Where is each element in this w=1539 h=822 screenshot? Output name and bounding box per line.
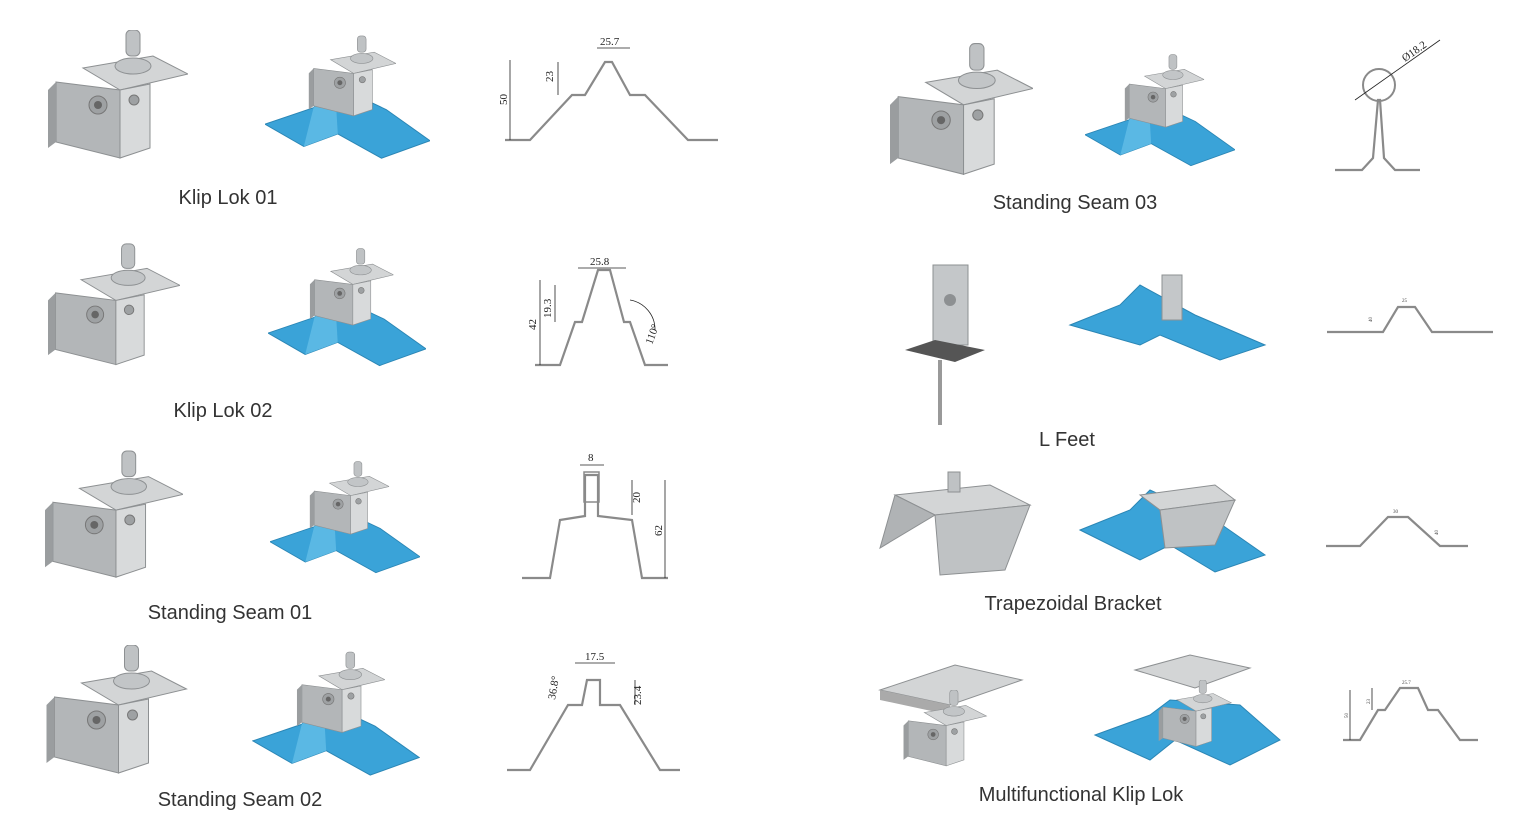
profile-drawing: 25.8 19.3 42 110°	[527, 256, 668, 367]
profile-drawing: 25 40	[1327, 299, 1493, 334]
product-standing-seam-02: 17.5 36.8° 23.4	[45, 645, 680, 775]
clamp-image	[45, 645, 188, 774]
clamp-image	[48, 243, 180, 366]
svg-text:110°: 110°	[644, 323, 662, 346]
profile-drawing: 30 40	[1326, 510, 1468, 548]
svg-text:30: 30	[1393, 510, 1399, 515]
caption-klip-lok-02: Klip Lok 02	[173, 400, 273, 422]
svg-text:8: 8	[588, 452, 594, 464]
clamp-on-sheet-image	[270, 462, 420, 573]
l-foot-image	[905, 264, 985, 425]
svg-text:23: 23	[1367, 699, 1372, 705]
caption-l-feet: L Feet	[1039, 429, 1095, 451]
caption-klip-lok-01: Klip Lok 01	[178, 187, 278, 209]
caption-standing-seam-01: Standing Seam 01	[147, 602, 313, 624]
svg-text:Ø18.2: Ø18.2	[1400, 39, 1429, 64]
profile-drawing: Ø18.2	[1335, 39, 1441, 172]
caption-standing-seam-02: Standing Seam 02	[157, 789, 323, 811]
product-standing-seam-01: 8 20 62	[45, 450, 668, 580]
caption-trapezoidal-bracket: Trapezoidal Bracket	[984, 593, 1162, 615]
svg-text:25: 25	[1402, 299, 1408, 304]
clamp-on-sheet-image	[253, 652, 419, 775]
multifunctional-on-sheet-image	[1093, 654, 1281, 766]
multifunctional-clamp-image	[878, 664, 1024, 767]
l-foot-on-sheet-image	[1068, 274, 1267, 361]
caption-multifunctional-klip-lok: Multifunctional Klip Lok	[978, 784, 1184, 806]
svg-text:36.8°: 36.8°	[546, 675, 562, 700]
clamp-image	[48, 30, 188, 159]
svg-text:25.8: 25.8	[590, 256, 610, 268]
svg-text:25.7: 25.7	[600, 36, 620, 48]
svg-text:40: 40	[1435, 530, 1440, 536]
svg-text:19.3: 19.3	[542, 298, 554, 318]
profile-drawing: 17.5 36.8° 23.4	[507, 651, 680, 772]
clamp-image	[45, 450, 183, 578]
profile-drawing: 8 20 62	[522, 452, 668, 580]
svg-text:42: 42	[527, 319, 539, 330]
svg-text:50: 50	[1345, 713, 1350, 719]
caption-standing-seam-03: Standing Seam 03	[992, 192, 1158, 214]
svg-text:50: 50	[498, 94, 510, 106]
clamp-on-sheet-image	[265, 36, 430, 158]
svg-text:40: 40	[1369, 317, 1374, 323]
profile-drawing: 25.7 23 50	[1343, 681, 1478, 742]
product-standing-seam-03: Ø18.2	[890, 39, 1441, 175]
product-klip-lok-02: 25.8 19.3 42 110°	[48, 243, 668, 367]
svg-text:20: 20	[631, 492, 643, 504]
product-multifunctional-klip-lok: 25.7 23 50	[878, 654, 1478, 767]
clamp-on-sheet-image	[1085, 55, 1235, 166]
svg-text:23: 23	[544, 71, 556, 83]
svg-text:23.4: 23.4	[632, 685, 644, 705]
svg-text:25.7: 25.7	[1402, 681, 1411, 686]
clamp-on-sheet-image	[268, 249, 426, 366]
product-trapezoidal-bracket: 30 40	[879, 471, 1468, 576]
bracket-image	[879, 471, 1032, 576]
clamp-image	[890, 43, 1033, 175]
product-klip-lok-01: 25.7 23 50	[48, 30, 718, 158]
product-l-feet: 25 40	[905, 264, 1493, 425]
profile-drawing: 25.7 23 50	[498, 36, 718, 142]
bracket-on-sheet-image	[1078, 484, 1267, 573]
svg-text:62: 62	[653, 525, 665, 536]
svg-text:17.5: 17.5	[585, 651, 605, 663]
